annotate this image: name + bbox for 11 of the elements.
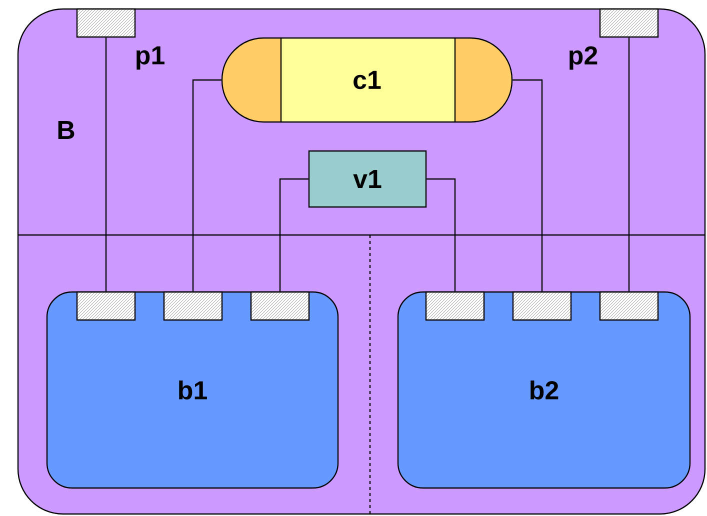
block-box: b2: [397, 291, 691, 489]
port-label: p1: [136, 46, 164, 70]
connector-line: [512, 79, 543, 292]
connector-line: [426, 178, 456, 292]
block-box: b1: [46, 291, 339, 489]
connector-line: [192, 79, 222, 292]
connector-line: [105, 38, 107, 292]
connector-line: [279, 178, 308, 292]
connector-line: [628, 38, 630, 292]
process-box: v1: [308, 150, 427, 208]
port-label: p2: [570, 46, 598, 70]
